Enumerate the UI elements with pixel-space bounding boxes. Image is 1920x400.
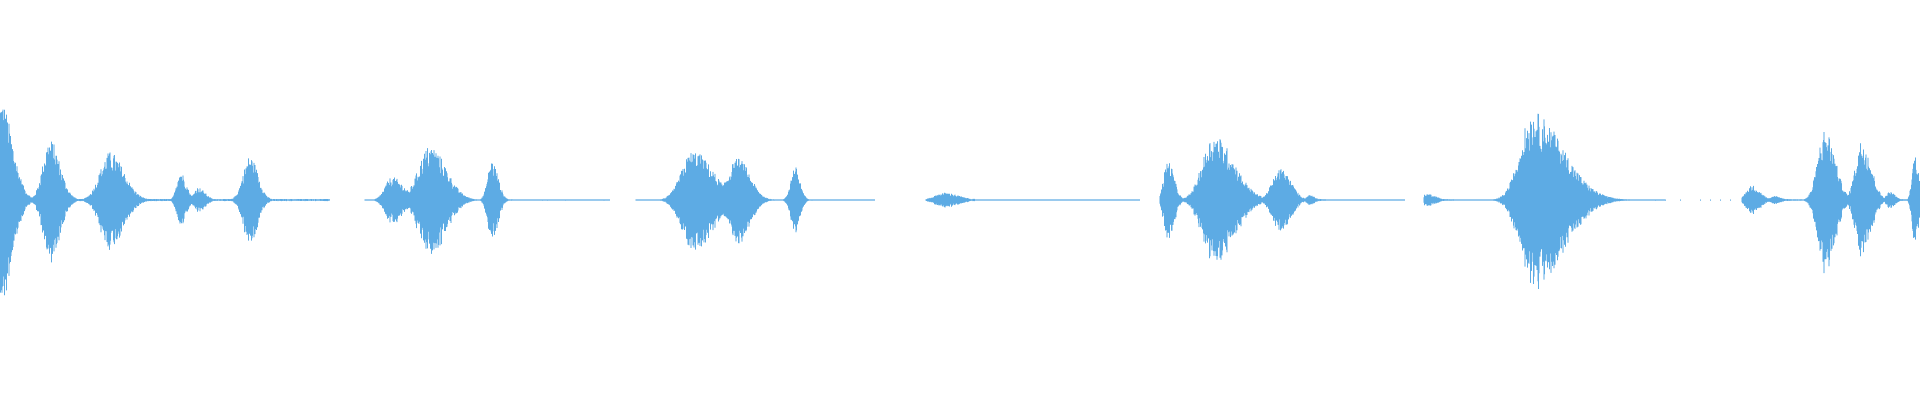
- waveform-sparse-dots: [1655, 199, 1731, 201]
- waveform-dot: [1665, 199, 1666, 201]
- waveform-dot: [1730, 199, 1731, 201]
- waveform-dot: [1710, 199, 1711, 201]
- waveform-dot: [1700, 199, 1701, 201]
- waveform-dot: [1680, 199, 1681, 201]
- waveform-dot: [1720, 199, 1721, 201]
- waveform-dot: [1655, 199, 1656, 201]
